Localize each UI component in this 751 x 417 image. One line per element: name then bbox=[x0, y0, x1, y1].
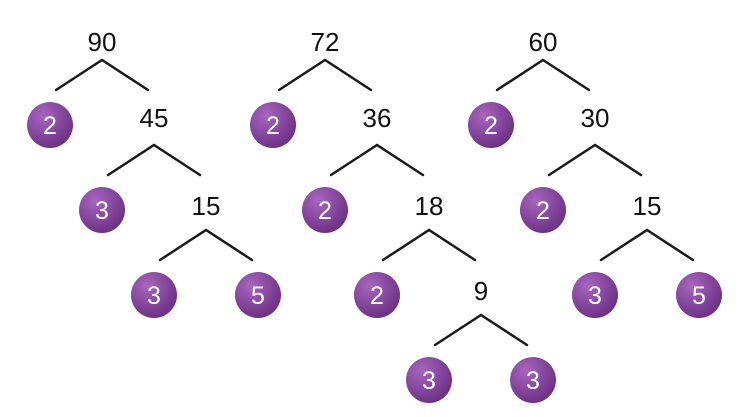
branch-line bbox=[106, 143, 202, 177]
prime-value: 3 bbox=[588, 282, 602, 310]
composite-node: 30 bbox=[581, 103, 610, 133]
prime-value: 2 bbox=[484, 112, 498, 140]
prime-factor-node: 2 bbox=[27, 102, 73, 148]
prime-factor-node: 3 bbox=[79, 187, 125, 233]
composite-node: 15 bbox=[633, 191, 662, 221]
prime-factor-node: 2 bbox=[354, 272, 400, 318]
branch-line bbox=[329, 143, 425, 177]
prime-value: 3 bbox=[422, 367, 436, 395]
composite-node: 45 bbox=[140, 103, 169, 133]
branch-line bbox=[277, 58, 373, 92]
prime-circle bbox=[510, 357, 556, 403]
prime-circle bbox=[676, 272, 722, 318]
branch-line bbox=[433, 313, 529, 347]
tree-3-root: 60 bbox=[529, 27, 558, 57]
prime-circle bbox=[302, 187, 348, 233]
prime-circle bbox=[520, 187, 566, 233]
prime-factor-node: 2 bbox=[302, 187, 348, 233]
prime-value: 2 bbox=[370, 282, 384, 310]
prime-circle bbox=[468, 102, 514, 148]
prime-factor-node: 5 bbox=[235, 272, 281, 318]
composite-node: 18 bbox=[415, 191, 444, 221]
branch-line bbox=[547, 143, 643, 177]
branch-line bbox=[599, 228, 695, 262]
prime-circle bbox=[27, 102, 73, 148]
prime-circle bbox=[250, 102, 296, 148]
prime-value: 5 bbox=[692, 282, 706, 310]
prime-circle bbox=[131, 272, 177, 318]
prime-circle bbox=[406, 357, 452, 403]
prime-factor-node: 3 bbox=[572, 272, 618, 318]
prime-value: 5 bbox=[251, 282, 265, 310]
prime-value: 2 bbox=[43, 112, 57, 140]
prime-value: 2 bbox=[536, 197, 550, 225]
prime-circle bbox=[354, 272, 400, 318]
prime-factor-node: 3 bbox=[406, 357, 452, 403]
prime-circle bbox=[235, 272, 281, 318]
tree-1-root: 90 bbox=[88, 27, 117, 57]
tree-2-root: 72 bbox=[311, 27, 340, 57]
composite-node: 9 bbox=[474, 276, 488, 306]
prime-factor-node: 2 bbox=[250, 102, 296, 148]
prime-factor-node: 3 bbox=[510, 357, 556, 403]
prime-circle bbox=[572, 272, 618, 318]
prime-value: 2 bbox=[266, 112, 280, 140]
branch-line bbox=[381, 228, 477, 262]
prime-circle bbox=[79, 187, 125, 233]
trees-layer: 90 2 45 3 15 3 5 72 2 36 2 18 2 9 3 3 60 2 30 2 15 3 5 bbox=[27, 27, 722, 403]
prime-value: 3 bbox=[147, 282, 161, 310]
prime-factor-node: 3 bbox=[131, 272, 177, 318]
composite-node: 36 bbox=[363, 103, 392, 133]
prime-value: 3 bbox=[95, 197, 109, 225]
prime-factor-node: 5 bbox=[676, 272, 722, 318]
branch-line bbox=[158, 228, 254, 262]
prime-value: 2 bbox=[318, 197, 332, 225]
prime-factor-node: 2 bbox=[468, 102, 514, 148]
prime-value: 3 bbox=[526, 367, 540, 395]
composite-node: 15 bbox=[192, 191, 221, 221]
branch-line bbox=[54, 58, 150, 92]
branch-line bbox=[495, 58, 591, 92]
prime-factor-node: 2 bbox=[520, 187, 566, 233]
